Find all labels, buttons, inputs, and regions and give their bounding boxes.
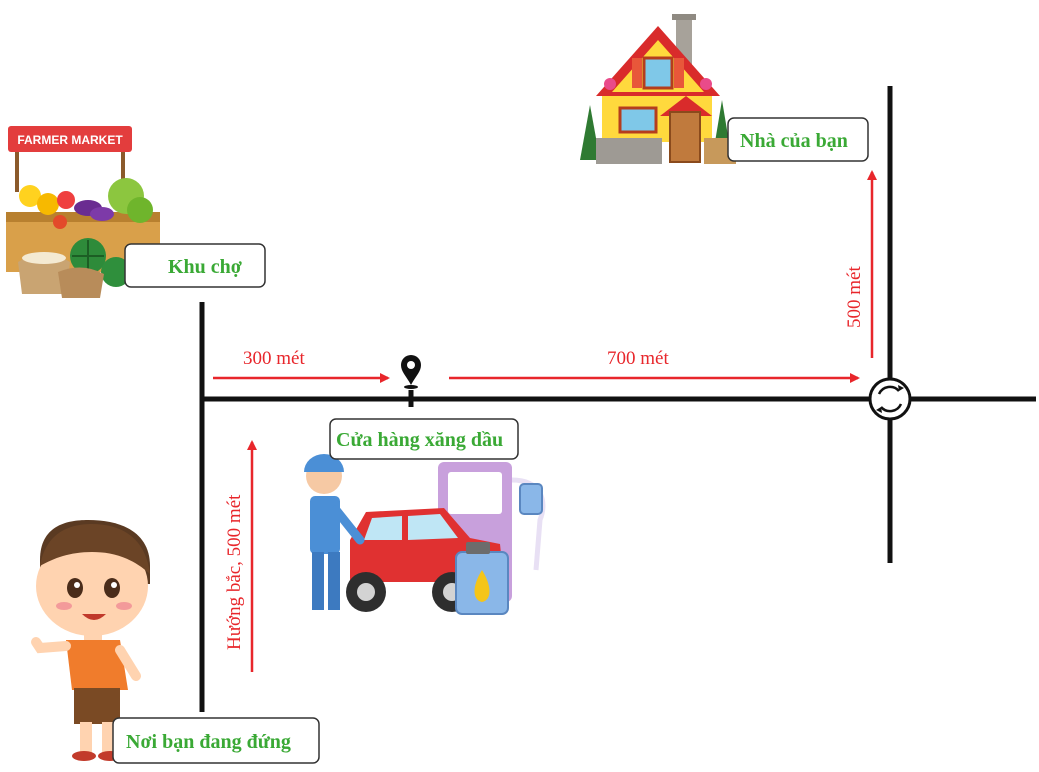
label-home-text: Nhà của bạn	[740, 130, 848, 152]
distance-label-700: 700 mét	[607, 348, 669, 369]
distance-label-500: 500 mét	[844, 266, 865, 328]
map-pin-icon	[401, 355, 421, 389]
distance-label-north: Hướng bắc, 500 mét	[224, 494, 245, 650]
farmer-market-sign: FARMER MARKET	[17, 133, 123, 147]
route-arrows	[213, 170, 877, 672]
distance-label-300: 300 mét	[243, 348, 305, 369]
label-market-text: Khu chợ	[168, 256, 242, 278]
farmer-market-icon: FARMER MARKET	[6, 126, 160, 298]
label-market: Khu chợ	[124, 243, 266, 288]
label-gas-station: Cửa hàng xăng dầu	[329, 418, 519, 460]
label-you-are-here-text: Nơi bạn đang đứng	[126, 731, 291, 753]
roundabout-icon	[868, 377, 912, 421]
label-you-are-here: Nơi bạn đang đứng	[112, 717, 320, 764]
label-gas-station-text: Cửa hàng xăng dầu	[336, 429, 503, 451]
gas-station-icon	[304, 454, 546, 615]
house-icon	[580, 14, 736, 164]
boy-character-icon	[31, 520, 150, 761]
label-home: Nhà của bạn	[727, 117, 869, 162]
